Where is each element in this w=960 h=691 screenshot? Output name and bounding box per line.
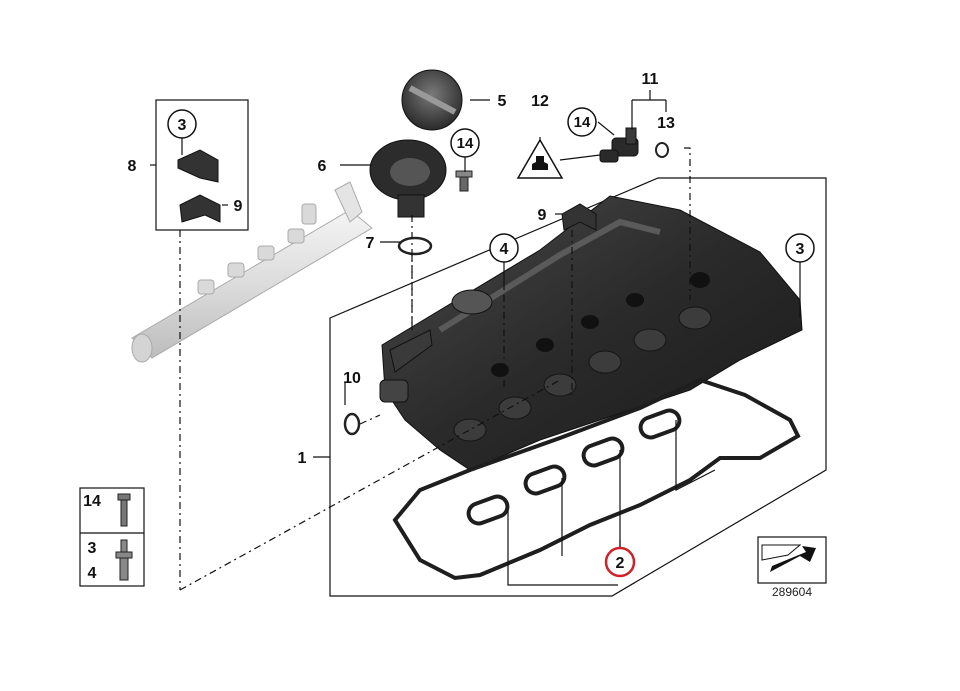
clip-part-9-mid [561,203,597,231]
callout-14-sensor: 14 [574,114,591,131]
o-ring-part-7 [397,236,433,256]
callout-3-box: 3 [88,540,97,557]
bolt-part-14 [455,170,473,192]
fastener-legend-box [79,487,145,587]
fuel-rail-part [131,181,373,363]
callout-5: 5 [498,93,507,110]
callout-circles [167,107,815,578]
filler-neck-part [369,139,447,218]
callout-4-box: 4 [88,565,97,582]
viewing-direction-icon [757,536,827,584]
diagram-reference-number: 289604 [772,585,812,599]
leader-lines [181,90,801,548]
callout-3-top: 3 [178,117,187,134]
highlight-circle [604,546,636,578]
camshaft-sensor-part [599,127,639,163]
cylinder-head-cover-part [379,195,803,471]
gasket-part [392,377,801,586]
callout-6: 6 [318,158,327,175]
o-ring-part-10 [343,412,361,436]
clip-part-3 [177,149,219,183]
warning-triangle-icon [516,138,564,179]
callout-14-box: 14 [83,493,101,510]
callout-7: 7 [366,235,375,252]
o-ring-part-13 [655,142,669,158]
callout-9-left: 9 [234,198,243,215]
callout-10: 10 [343,370,361,387]
callout-4-mid: 4 [500,241,509,258]
callout-3-right: 3 [796,241,805,258]
callout-2: 2 [616,555,625,572]
clip-part-9 [179,194,221,223]
callout-1: 1 [298,450,307,467]
callout-12: 12 [531,93,549,110]
callout-9-mid: 9 [538,207,547,224]
callout-8: 8 [128,158,137,175]
alignment-lines [179,147,691,591]
callout-13: 13 [657,115,675,132]
callout-labels: 3 8 9 5 6 7 14 12 14 11 13 9 4 3 10 1 2 … [83,71,804,582]
oil-filler-cap-part [401,69,463,131]
callout-14-top: 14 [457,135,474,152]
callout-11: 11 [642,71,659,88]
assembly-frame [329,177,827,597]
